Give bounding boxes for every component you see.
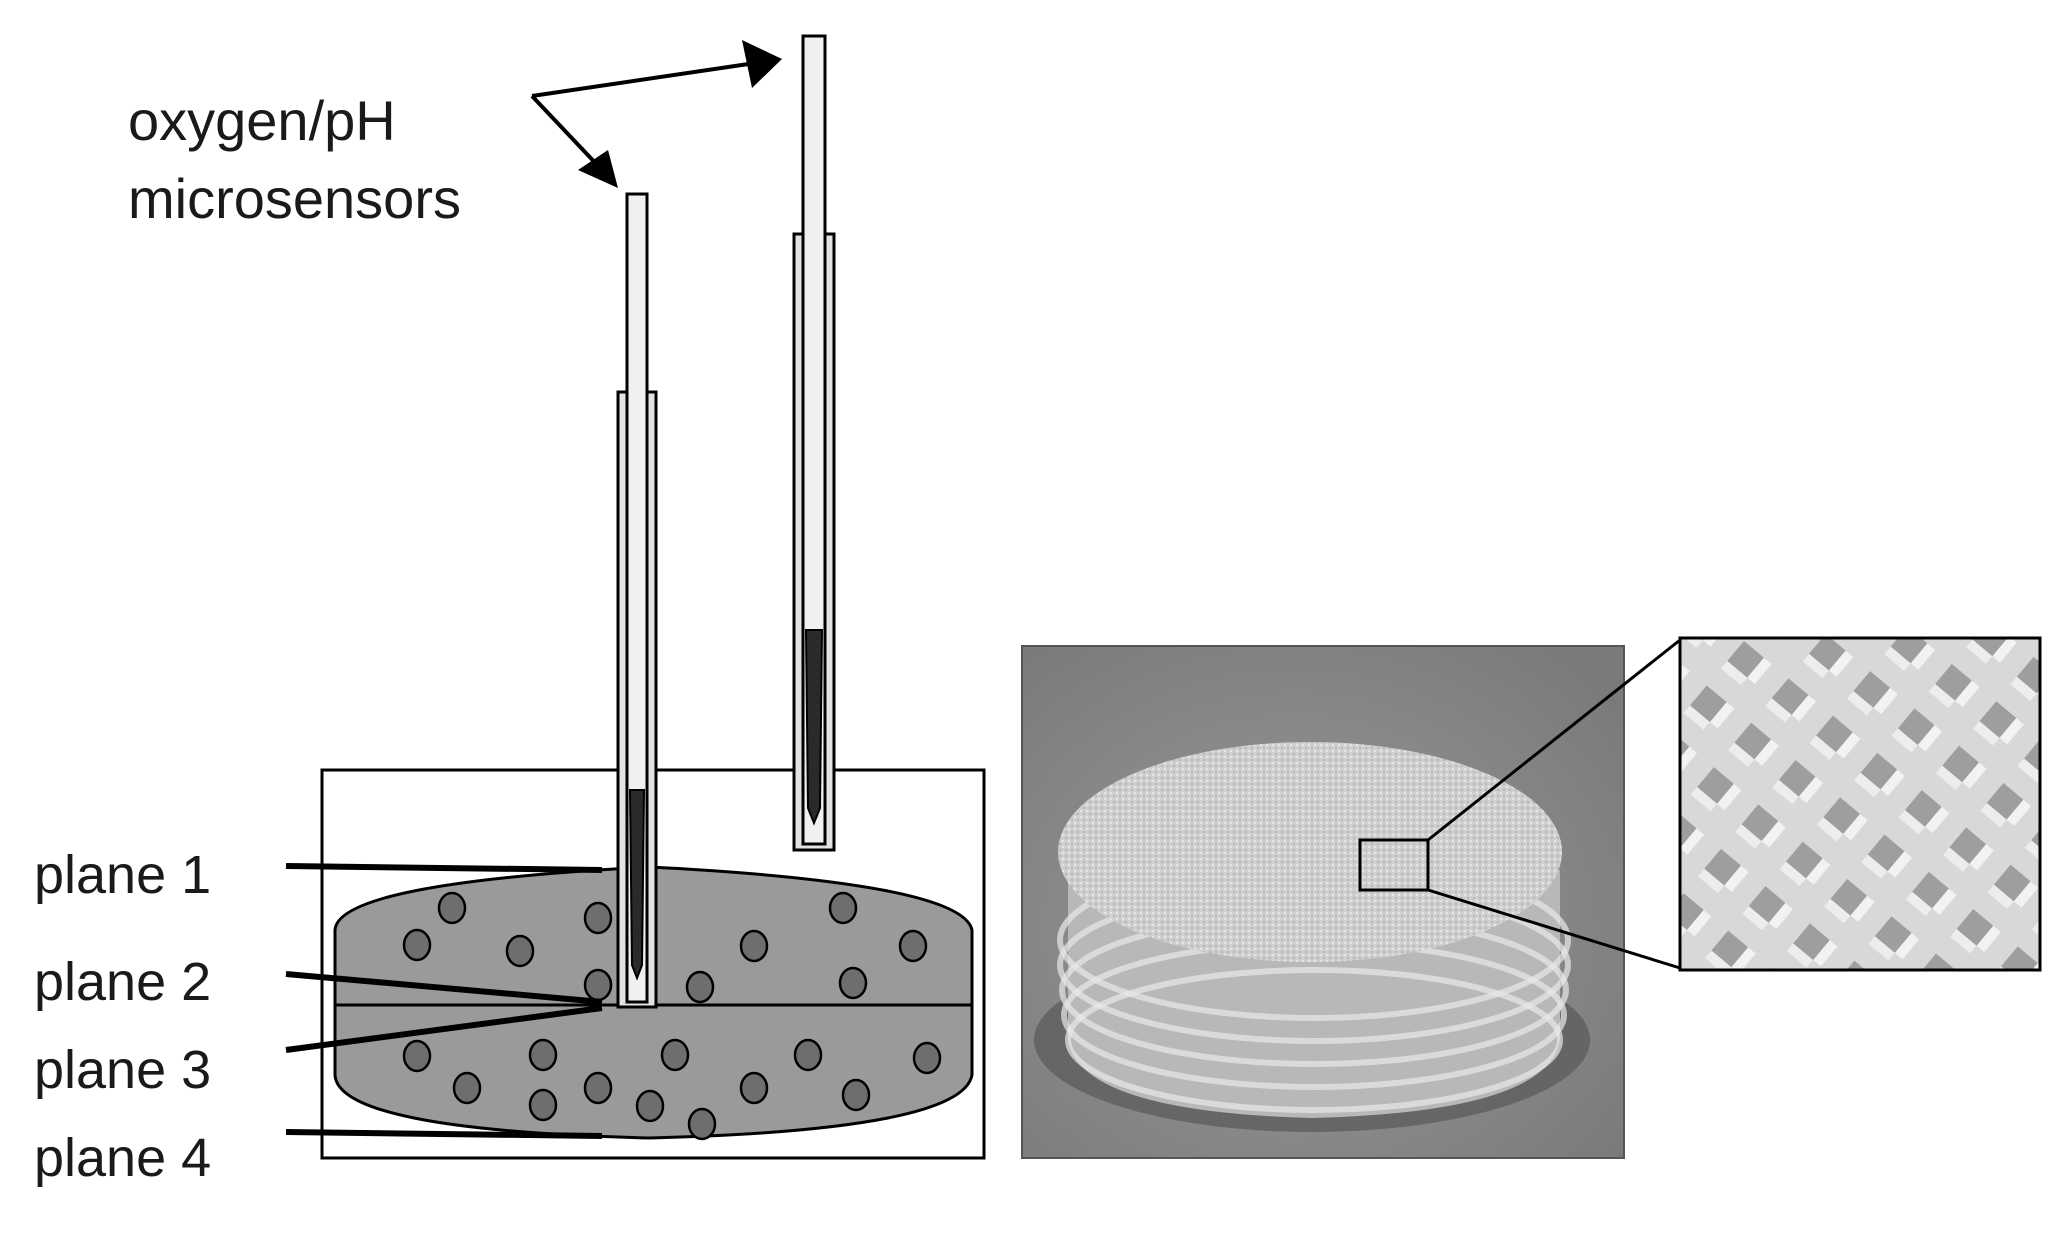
cell [585,903,611,933]
cell [840,968,866,998]
cell [741,1073,767,1103]
cell [689,1109,715,1139]
label-arrows [532,62,762,170]
sensor-label-line1: oxygen/pH [128,89,396,152]
cell [795,1040,821,1070]
sensor-tip [630,790,644,978]
cell [687,972,713,1002]
cell [843,1080,869,1110]
cell [454,1073,480,1103]
cell [404,930,430,960]
plane-4-leader [286,1132,602,1136]
arrowhead-icon [578,150,618,188]
plane-4-label: plane 4 [34,1128,211,1188]
cell [914,1043,940,1073]
cell [404,1041,430,1071]
cell [741,931,767,961]
arrow-to-raised-sensor [532,62,762,96]
arrowhead-icon [742,40,782,88]
microsensor-raised [794,36,834,850]
cell [830,893,856,923]
sensor-label-line2: microsensors [128,167,461,230]
cell [439,893,465,923]
scaffold-top-disc [1058,742,1562,962]
scaffold-zoom-inset [1680,638,2040,970]
microsensor-inserted [618,194,656,1007]
plane-1-label: plane 1 [34,845,211,905]
cell [900,931,926,961]
inset-image [1680,638,2040,970]
plane-3-label: plane 3 [34,1040,211,1100]
plane-1-leader [286,866,602,870]
arrow-to-inserted-sensor [532,96,602,170]
cell [662,1040,688,1070]
cell [530,1090,556,1120]
cell [585,970,611,1000]
cell [637,1091,663,1121]
cell [585,1073,611,1103]
sensor-tip [806,630,822,823]
cell [507,936,533,966]
plane-2-label: plane 2 [34,952,211,1012]
cell [530,1040,556,1070]
scaffold-photo [1022,646,1624,1158]
